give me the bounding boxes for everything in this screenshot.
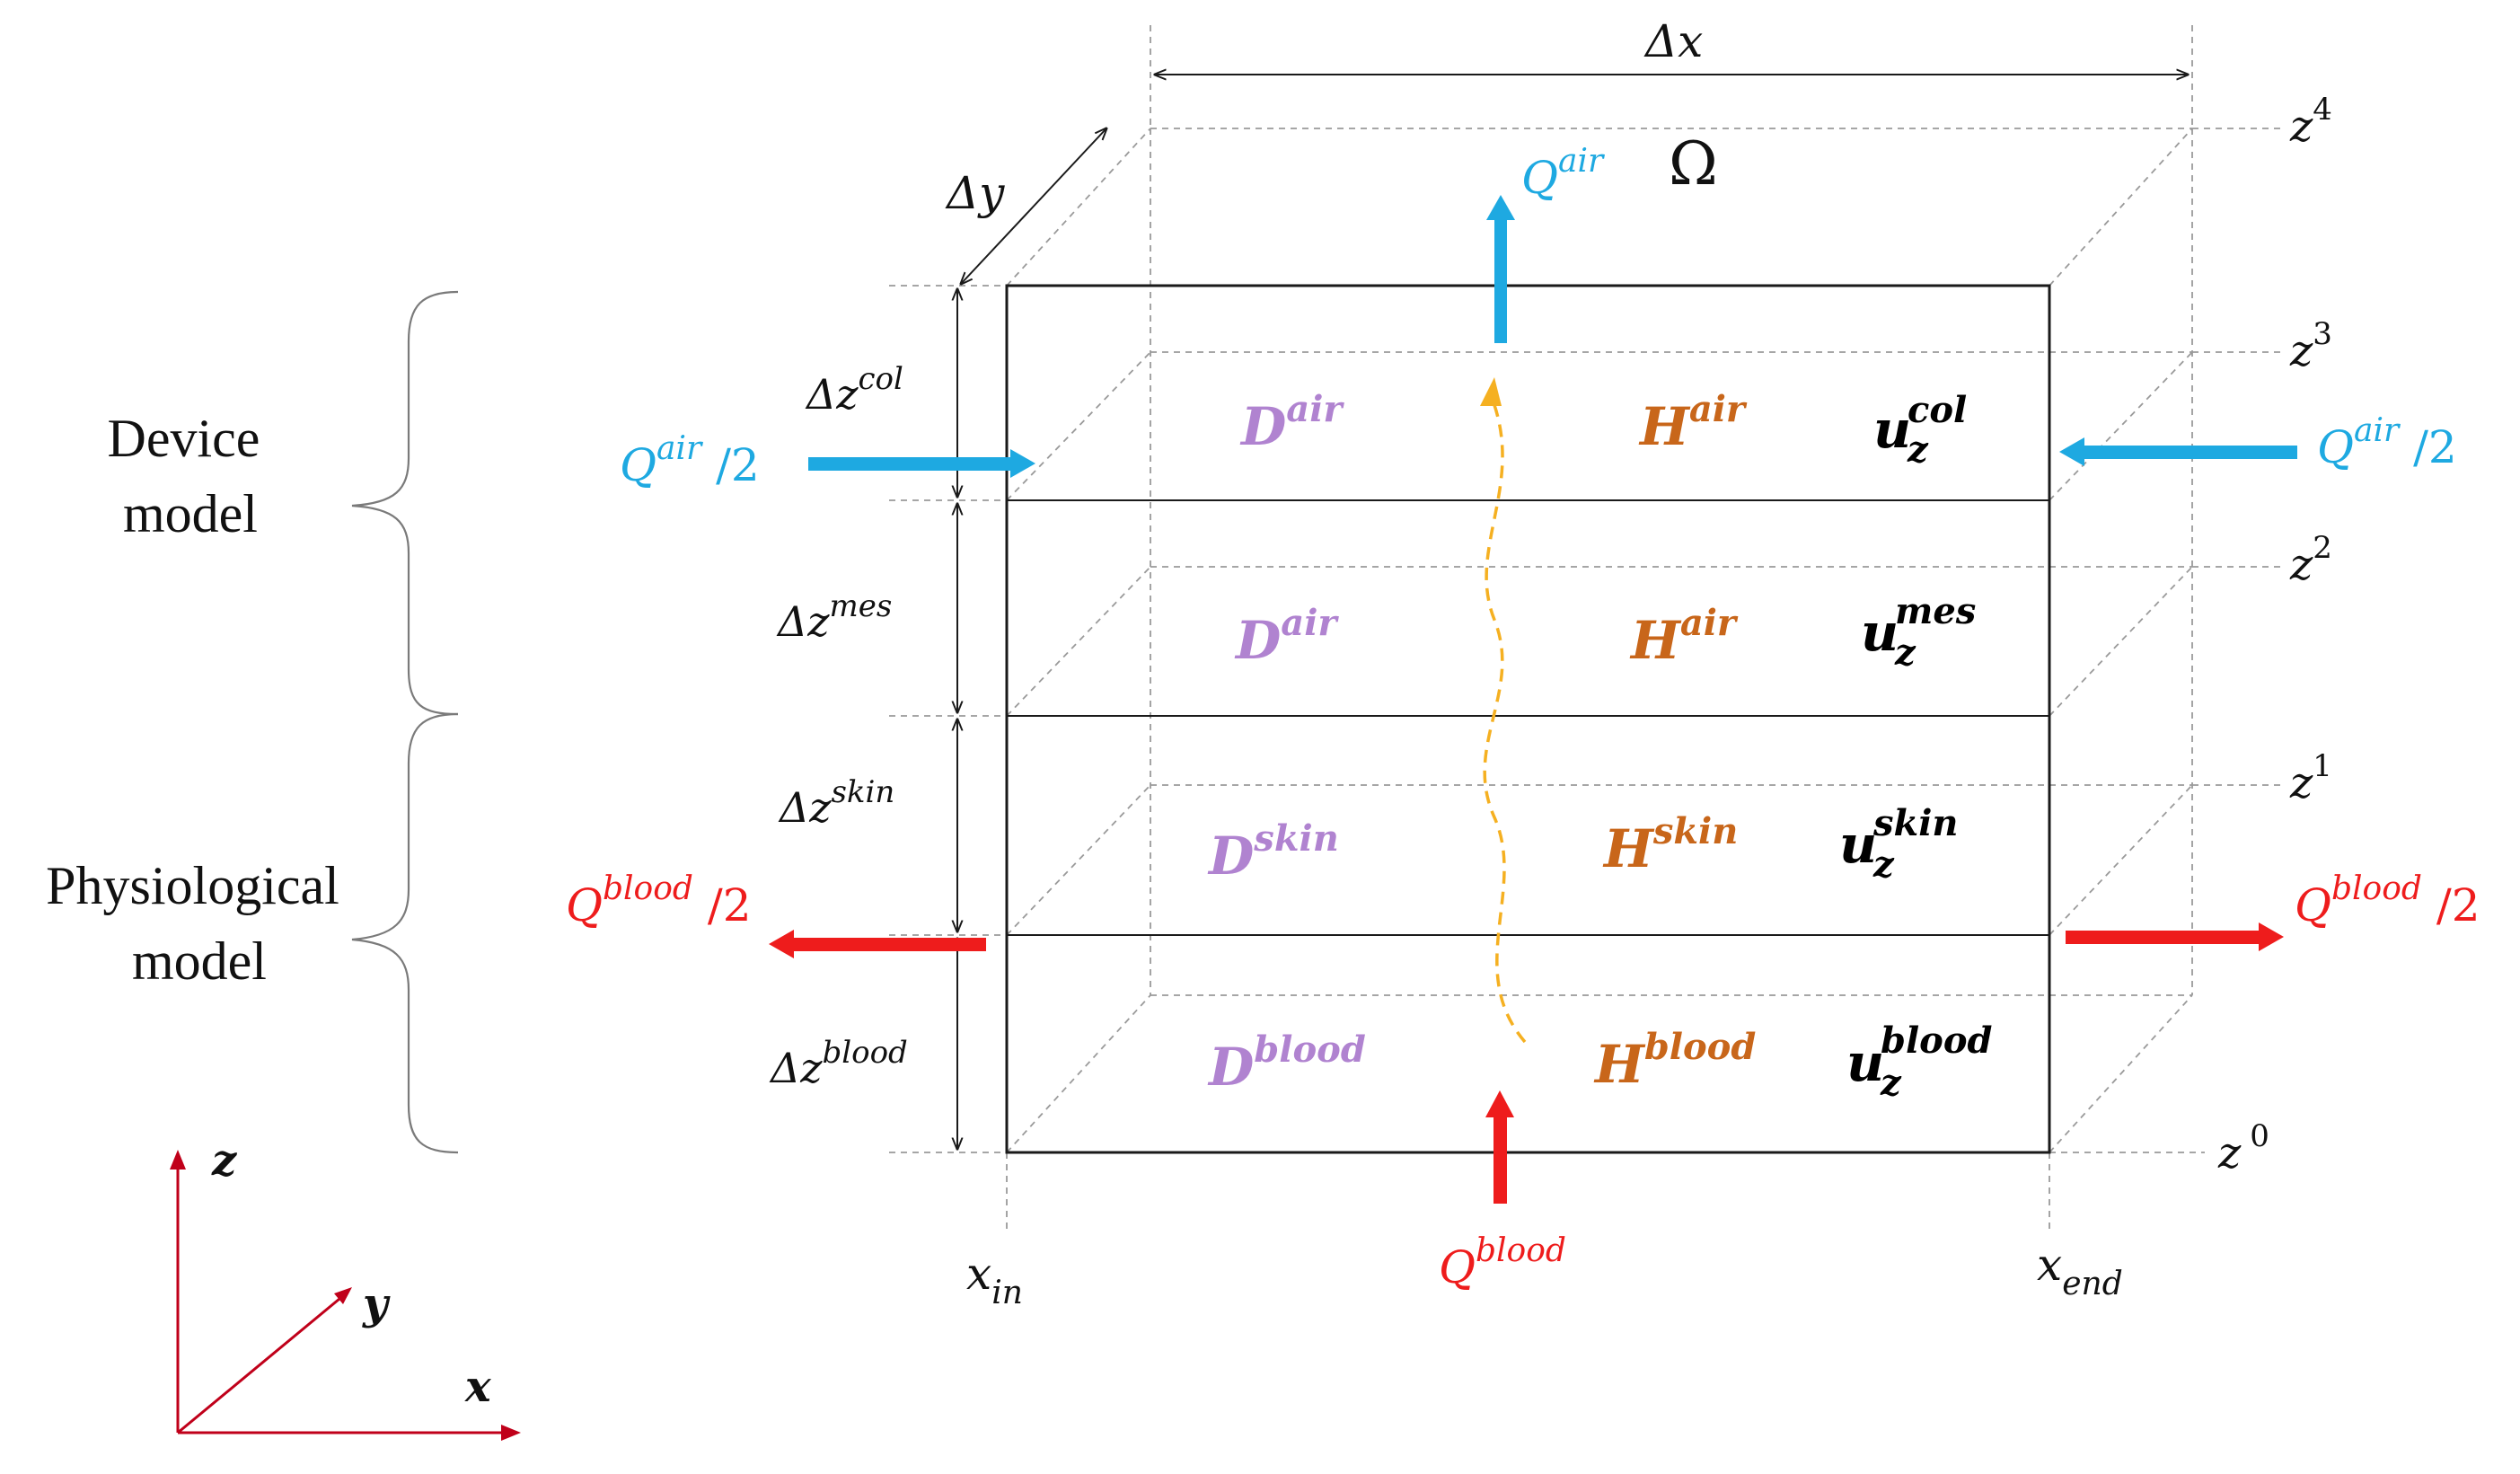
dx-label: Δx (1643, 15, 1703, 67)
H-blood: Hblood (1593, 1026, 1756, 1095)
u-col: u col z (1873, 389, 1967, 471)
x-in-label: xin (966, 1248, 1023, 1311)
device-brace (351, 290, 459, 716)
air-in-left-arrow (808, 449, 1035, 478)
front-face (1005, 284, 2051, 1154)
svg-text:skin: skin (1872, 802, 1959, 844)
air-top-label: Qair (1521, 143, 1605, 204)
flow-arrows (769, 195, 2297, 1204)
level-z1: z1 (2289, 748, 2332, 808)
D-blood: Dblood (1207, 1028, 1366, 1098)
H-col: Hair (1638, 388, 1748, 457)
level-z4: z4 (2289, 92, 2332, 152)
level-z2: z2 (2289, 530, 2332, 590)
blood-bottom-label: Qblood (1439, 1232, 1566, 1293)
device-model-label: Device model (108, 409, 274, 543)
blood-left-label: Qblood /2 (566, 870, 752, 931)
H-skin: Hskin (1602, 810, 1738, 879)
D-skin: Dskin (1207, 817, 1339, 887)
air-right-label: Qair /2 (2317, 412, 2457, 473)
H-mes: Hair (1629, 602, 1739, 671)
dimension-arrows (957, 75, 2188, 1149)
D-col: Dair (1239, 388, 1344, 457)
transport-path (1480, 377, 1527, 1044)
physiological-brace (351, 712, 459, 1154)
svg-text:u: u (1873, 399, 1911, 460)
svg-text:col: col (1908, 389, 1967, 431)
coordinate-axes (170, 1150, 521, 1441)
svg-text:blood: blood (1881, 1019, 1993, 1062)
axis-x-label: x (464, 1362, 492, 1412)
thickness-col: Δzcol (805, 361, 903, 419)
rear-face (889, 25, 2286, 1231)
svg-text:z: z (1894, 631, 1916, 674)
dy-label: Δy (945, 167, 1005, 219)
svg-text:z: z (1907, 428, 1929, 471)
svg-text:u: u (1846, 1032, 1884, 1093)
svg-text:z: z (1872, 843, 1895, 886)
u-mes: u mes z (1861, 590, 1976, 674)
x-end-label: xend (2037, 1239, 2123, 1302)
thickness-skin: Δzskin (778, 774, 894, 832)
blood-out-right-arrow (2066, 922, 2284, 951)
air-out-top-arrow (1486, 195, 1515, 343)
physiological-model-label: Physiological model (46, 856, 353, 991)
svg-text:u: u (1861, 602, 1899, 663)
thickness-blood: Δzblood (769, 1035, 908, 1092)
axis-y-label: y (362, 1279, 391, 1329)
u-blood: u blood z (1846, 1019, 1993, 1104)
blood-in-bottom-arrow (1485, 1090, 1514, 1204)
D-mes: Dair (1234, 602, 1339, 671)
group-braces (351, 290, 459, 1154)
axis-z-label: z (211, 1135, 238, 1186)
u-skin: u skin z (1839, 802, 1959, 886)
level-z3: z3 (2289, 316, 2332, 376)
blood-out-left-arrow (769, 930, 986, 958)
blood-right-label: Qblood /2 (2295, 870, 2480, 931)
svg-text:z: z (1880, 1062, 1902, 1104)
dy-arrow (961, 128, 1106, 284)
svg-text:mes: mes (1895, 590, 1976, 632)
domain-symbol: Ω (1669, 129, 1718, 199)
transport-arrowhead (1480, 377, 1502, 406)
air-in-right-arrow (2059, 437, 2297, 466)
air-left-label: Qair /2 (620, 430, 760, 491)
svg-text:u: u (1839, 814, 1877, 875)
thickness-mes: Δzmes (776, 588, 892, 646)
